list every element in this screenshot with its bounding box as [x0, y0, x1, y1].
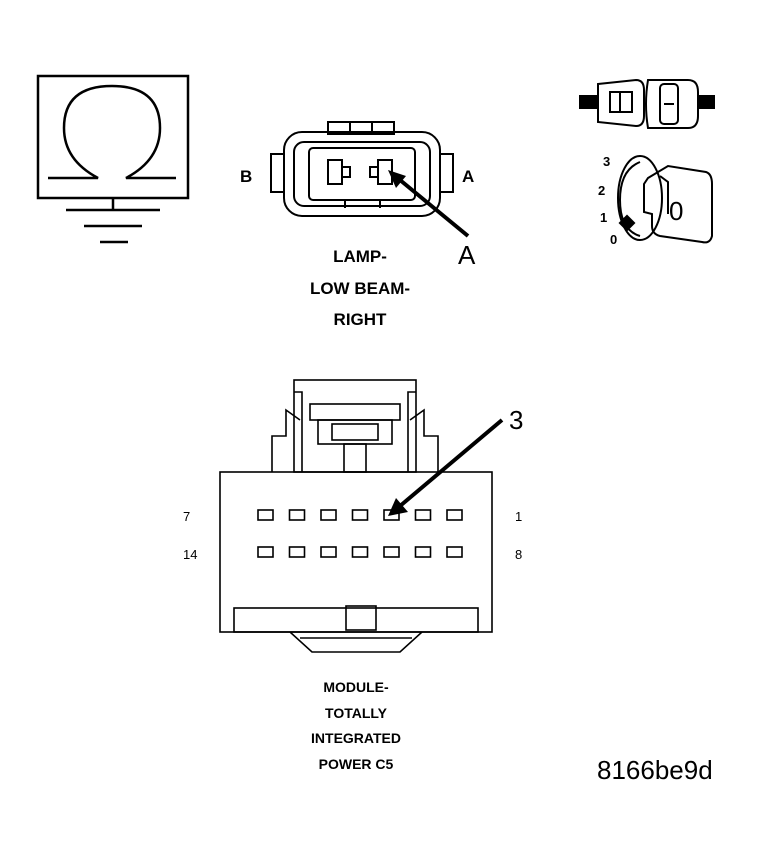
pin-cavity	[257, 546, 274, 558]
pin-cavity	[446, 546, 463, 558]
pin-cavity	[257, 509, 274, 521]
lamp-callout-label: A	[458, 240, 476, 270]
lamp-side-b-label: B	[240, 167, 252, 186]
lamp-connector	[270, 121, 454, 217]
key-position-2: 2	[598, 183, 605, 198]
ground-icon	[66, 198, 160, 244]
module-name-line-4: POWER C5	[319, 756, 394, 772]
pin-cavity	[288, 509, 306, 521]
lamp-side-a-label: A	[462, 167, 474, 186]
module-pin-row-1	[257, 509, 463, 521]
figure-code: 8166be9d	[597, 755, 713, 785]
lamp-name-line-3: RIGHT	[334, 310, 388, 329]
key-switch-current-label: 0	[669, 196, 683, 226]
lamp-name-line-2: LOW BEAM-	[310, 279, 410, 298]
pin-label-7: 7	[183, 509, 190, 524]
lamp-callout-arrow	[388, 170, 470, 238]
pin-cavity	[320, 546, 337, 558]
module-callout-label: 3	[509, 405, 523, 435]
module-name-line-3: INTEGRATED	[311, 730, 401, 746]
module-callout-arrow	[388, 418, 504, 516]
key-switch-icon	[579, 78, 715, 244]
pin-cavity	[320, 509, 337, 521]
pin-cavity	[383, 546, 400, 558]
pin-cavity	[414, 546, 432, 558]
pin-label-8: 8	[515, 547, 522, 562]
module-name-line-2: TOTALLY	[325, 705, 388, 721]
lamp-name-line-1: LAMP-	[333, 247, 387, 266]
pin-label-1: 1	[515, 509, 522, 524]
pin-cavity	[446, 509, 463, 521]
pin-cavity	[351, 546, 369, 558]
ohm-symbol-icon	[36, 74, 190, 200]
key-position-3: 3	[603, 154, 610, 169]
module-connector	[219, 379, 493, 653]
module-name-line-1: MODULE-	[323, 679, 389, 695]
key-position-1: 1	[600, 210, 607, 225]
pin-cavity	[288, 546, 306, 558]
pin-cavity	[414, 509, 432, 521]
pin-label-14: 14	[183, 547, 197, 562]
module-pin-row-2	[257, 546, 463, 558]
key-position-0: 0	[610, 232, 617, 247]
pin-cavity	[351, 509, 369, 521]
